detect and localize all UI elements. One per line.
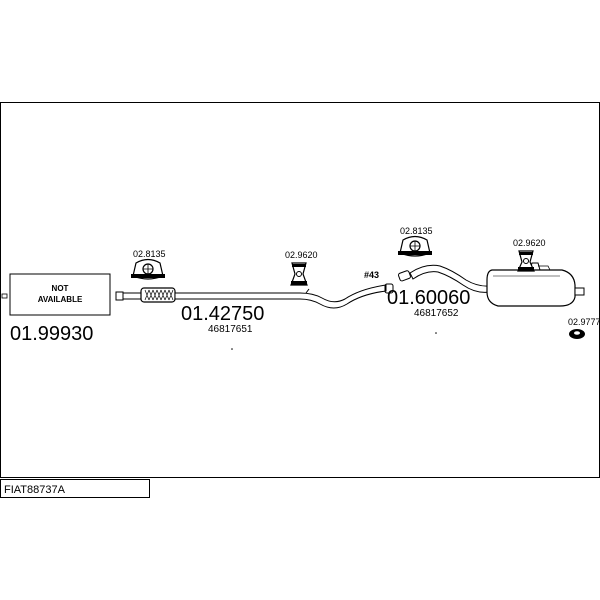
middle-pipe-end xyxy=(384,283,394,294)
middle-pipe-oe: 46817651 xyxy=(208,324,253,335)
tail-pipe xyxy=(574,287,585,296)
front-stub xyxy=(1,293,8,299)
rubber-code: 02.9777 xyxy=(568,317,600,327)
not-available-box xyxy=(9,273,111,316)
clamp-front-icon xyxy=(131,258,165,280)
dot-marker xyxy=(231,348,233,350)
rear-pipe-sleeve xyxy=(397,270,411,282)
rear-silencer xyxy=(486,262,585,307)
dot-marker-rear xyxy=(435,332,437,334)
diagram-id: FIAT88737A xyxy=(4,484,66,496)
clamp-rear-code: 02.8135 xyxy=(400,226,433,236)
rear-pipe-code: 01.60060 xyxy=(387,287,470,309)
silencer-body xyxy=(486,269,576,307)
rubber-icon xyxy=(569,329,585,339)
not-available-line2: AVAILABLE xyxy=(38,295,83,304)
flex-joint xyxy=(140,287,176,303)
clamp-front-code: 02.8135 xyxy=(133,249,166,259)
silencer-bracket xyxy=(538,265,551,271)
middle-pipe-code: 01.42750 xyxy=(181,303,264,325)
front-pipe-code: 01.99930 xyxy=(10,323,93,345)
not-available-line1: NOT xyxy=(52,284,69,293)
center-label: #43 xyxy=(364,270,379,280)
middle-pipe-bracket xyxy=(305,288,310,294)
middle-pipe xyxy=(115,283,394,309)
hanger-rear-icon xyxy=(517,250,535,272)
pipe-flange xyxy=(115,291,124,301)
flex-joint-braid xyxy=(144,289,174,301)
pipe-collar xyxy=(122,292,142,300)
rear-pipe-oe: 46817652 xyxy=(414,308,459,319)
hanger-mid-icon xyxy=(290,262,308,286)
middle-pipe-tube xyxy=(174,284,387,309)
hanger-rear-code: 02.9620 xyxy=(513,238,546,248)
clamp-rear-icon xyxy=(398,235,432,257)
hanger-mid-code: 02.9620 xyxy=(285,250,318,260)
diagram-id-box xyxy=(0,479,150,498)
